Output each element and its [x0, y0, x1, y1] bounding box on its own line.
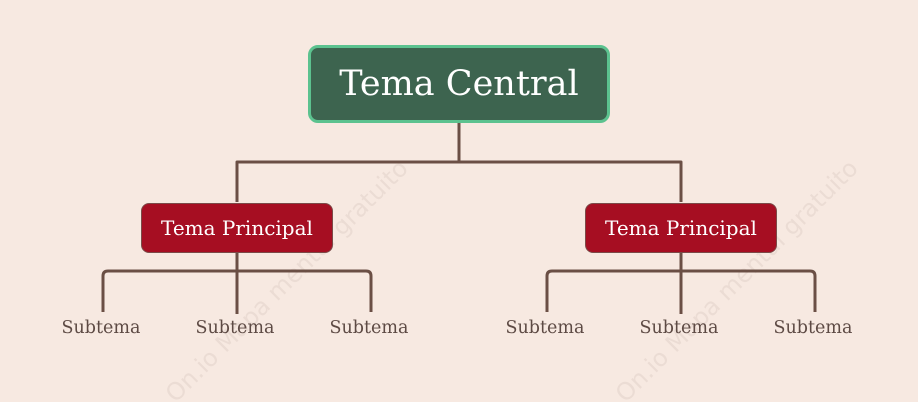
subtopic-label: Subtema: [773, 318, 853, 338]
subtopic-node[interactable]: Subtema: [180, 316, 290, 340]
central-topic-node[interactable]: Tema Central: [308, 45, 610, 123]
subtopic-label: Subtema: [639, 318, 719, 338]
connector-main-bar: [235, 160, 683, 202]
subtopic-node[interactable]: Subtema: [624, 316, 734, 340]
central-topic-label: Tema Central: [339, 64, 579, 104]
subtopic-label: Subtema: [61, 318, 141, 338]
main-topic-node[interactable]: Tema Principal: [141, 203, 333, 253]
subtopic-label: Subtema: [329, 318, 409, 338]
subtopic-label: Subtema: [195, 318, 275, 338]
subtopic-node[interactable]: Subtema: [758, 316, 868, 340]
main-topic-node[interactable]: Tema Principal: [585, 203, 777, 253]
main-topic-label: Tema Principal: [605, 216, 757, 240]
connector-right-sub-bar: [545, 269, 817, 312]
subtopic-label: Subtema: [505, 318, 585, 338]
subtopic-node[interactable]: Subtema: [314, 316, 424, 340]
main-topic-label: Tema Principal: [161, 216, 313, 240]
connector-left-sub-bar: [101, 269, 373, 312]
subtopic-node[interactable]: Subtema: [490, 316, 600, 340]
subtopic-node[interactable]: Subtema: [46, 316, 156, 340]
